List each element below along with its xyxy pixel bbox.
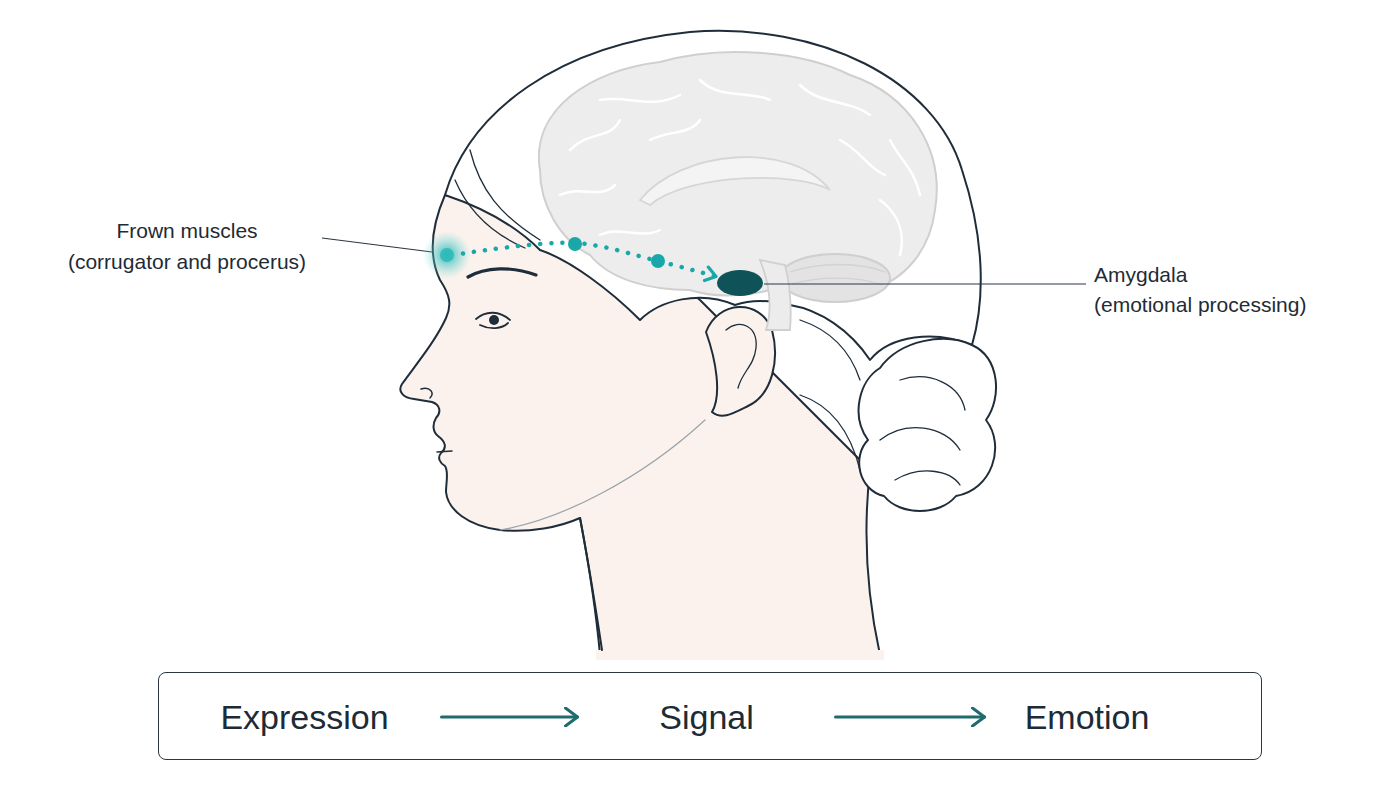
flow-band: Expression Signal Emotion [158,672,1262,760]
glow-core [440,248,454,262]
signal-dot [568,237,582,251]
mouth [437,451,452,452]
flow-step: Signal [578,690,836,745]
step-text: Emotion [985,690,1190,745]
glow-halo [423,231,471,279]
label-text: (emotional processing) [1094,290,1306,320]
skin-cover [596,650,884,660]
corpus-callosum [640,157,830,205]
leader-line [764,283,1086,284]
amygdala-ellipse: Amygdala(emotional processing) [716,269,764,297]
hair-shape [445,31,981,360]
eyebrow [468,269,536,277]
eye-iris [489,315,499,325]
label-text: (corrugator and procerus) [68,246,306,277]
step-text: Expression [168,690,442,745]
brain-gyri [560,80,920,255]
ear [706,307,775,416]
hair-bun [859,339,996,511]
brain-stem [760,260,791,330]
signal-arrow [463,243,716,277]
neck-front-line [580,518,602,650]
nostril [421,388,432,398]
label-text: Frown muscles [68,215,306,246]
label-group: Frown muscles(corrugator and procerus) [68,215,306,277]
frown-muscle-glow: Frown muscles(corrugator and procerus) [431,239,463,271]
brain [539,52,937,330]
leader-line [322,238,432,252]
label-text: Amygdala [1094,260,1306,290]
cerebellum-folds [790,265,885,286]
signal-dots [568,237,665,268]
ear-inner [726,324,756,388]
step-text: Signal [578,690,836,745]
signal-dot [651,254,665,268]
amygdala-shape [717,270,763,296]
eye [476,313,510,328]
cerebellum [780,254,890,302]
flow-step: Expression [168,690,442,745]
ellipse-shape [716,269,764,297]
label-group: Amygdala(emotional processing) [1094,260,1306,320]
head-figure [400,31,996,660]
glow-shape [431,239,463,271]
flow-step: Emotion [985,690,1190,745]
jaw-line [500,420,705,530]
